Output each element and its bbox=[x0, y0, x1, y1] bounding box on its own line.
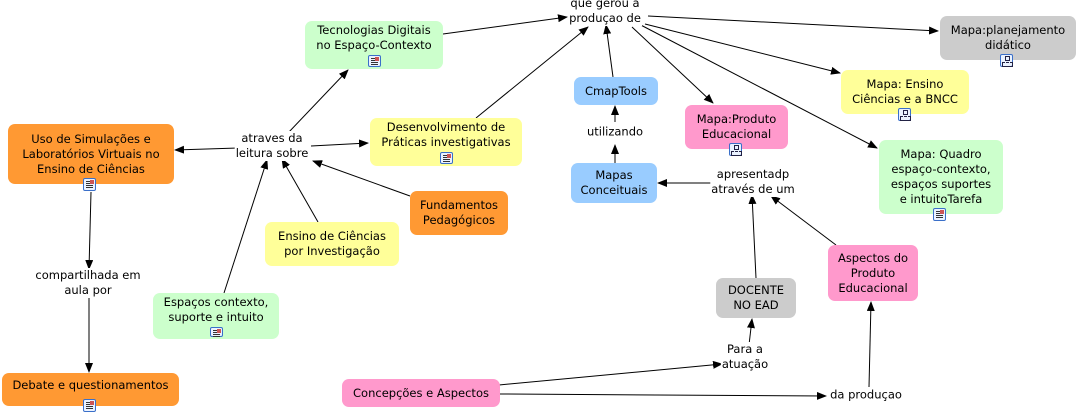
concept-uso-simulacoes[interactable]: Uso de Simulações e Laboratórios Virtuai… bbox=[8, 124, 174, 184]
connection-arrow bbox=[223, 159, 269, 294]
concept-mapa-produto[interactable]: Mapa:Produto Educacional bbox=[685, 105, 788, 149]
concept-tecnologias-digitais[interactable]: Tecnologias Digitais no Espaço-Contexto bbox=[305, 21, 443, 69]
link-atraves[interactable]: atraves da leitura sobre bbox=[234, 131, 310, 161]
link-utilizando[interactable]: utilizando bbox=[585, 124, 645, 140]
connection-arrow bbox=[634, 21, 878, 149]
link-apresentadp[interactable]: apresentadp através de um bbox=[710, 167, 796, 197]
concept-mapa-quadro[interactable]: Mapa: Quadro espaço-contexto, espaços su… bbox=[879, 140, 1003, 214]
connection-arrow bbox=[603, 24, 614, 78]
connection-arrow bbox=[498, 391, 827, 400]
document-icon[interactable] bbox=[209, 327, 223, 337]
connection-arrow bbox=[442, 14, 568, 35]
concept-mapas-conceituais[interactable]: Mapas Conceituais bbox=[571, 163, 657, 203]
concept-mapa-bncc[interactable]: Mapa: Ensino Ciências e a BNCC bbox=[841, 70, 969, 114]
connection-arrow bbox=[644, 23, 841, 75]
concept-fundamentos[interactable]: Fundamentos Pedagógicos bbox=[410, 191, 508, 235]
concept-desenvolvimento[interactable]: Desenvolvimento de Práticas investigativ… bbox=[370, 118, 522, 166]
connection-arrow bbox=[312, 160, 411, 197]
concept-map-icon[interactable] bbox=[1000, 54, 1013, 67]
connection-arrow bbox=[748, 194, 757, 279]
document-icon[interactable] bbox=[439, 152, 453, 164]
document-icon[interactable] bbox=[83, 178, 96, 191]
connection-arrow bbox=[746, 318, 755, 346]
link-para-a[interactable]: Para a atuação bbox=[720, 342, 770, 372]
concept-map-icon[interactable] bbox=[898, 108, 911, 121]
connection-arrow bbox=[498, 360, 723, 386]
concept-debate[interactable]: Debate e questionamentos bbox=[2, 373, 179, 406]
connection-arrow bbox=[770, 195, 837, 246]
concept-cmaptools[interactable]: CmapTools bbox=[574, 77, 658, 105]
link-compartilhada[interactable]: compartilhada em aula por bbox=[34, 268, 142, 298]
concept-docente-ead[interactable]: DOCENTE NO EAD bbox=[716, 278, 796, 318]
connection-arrow bbox=[174, 145, 239, 154]
connection-arrow bbox=[85, 191, 94, 270]
link-da-producao[interactable]: da produçao bbox=[829, 387, 903, 403]
connection-arrow bbox=[287, 69, 349, 134]
connection-arrow bbox=[866, 301, 875, 388]
document-icon[interactable] bbox=[933, 208, 946, 221]
document-icon[interactable] bbox=[83, 399, 96, 412]
connection-arrow bbox=[647, 15, 939, 35]
concept-aspectos-produto[interactable]: Aspectos do Produto Educacional bbox=[828, 245, 918, 301]
connection-arrow bbox=[631, 26, 714, 104]
connection-arrow bbox=[310, 139, 369, 148]
concept-map-icon[interactable] bbox=[729, 143, 742, 156]
concept-concepcoes[interactable]: Concepções e Aspectos bbox=[342, 379, 500, 407]
link-que-gerou[interactable]: que gerou a produçao de bbox=[568, 0, 642, 26]
document-icon[interactable] bbox=[367, 55, 381, 67]
connection-arrow bbox=[281, 158, 319, 223]
concept-ensino-investigacao[interactable]: Ensino de Ciências por Investigação bbox=[265, 222, 399, 266]
concept-mapa-planejamento[interactable]: Mapa:planejamento didático bbox=[940, 16, 1076, 60]
concept-espacos-contexto[interactable]: Espaços contexto, suporte e intuito bbox=[153, 293, 279, 339]
connection-arrow bbox=[475, 26, 589, 119]
